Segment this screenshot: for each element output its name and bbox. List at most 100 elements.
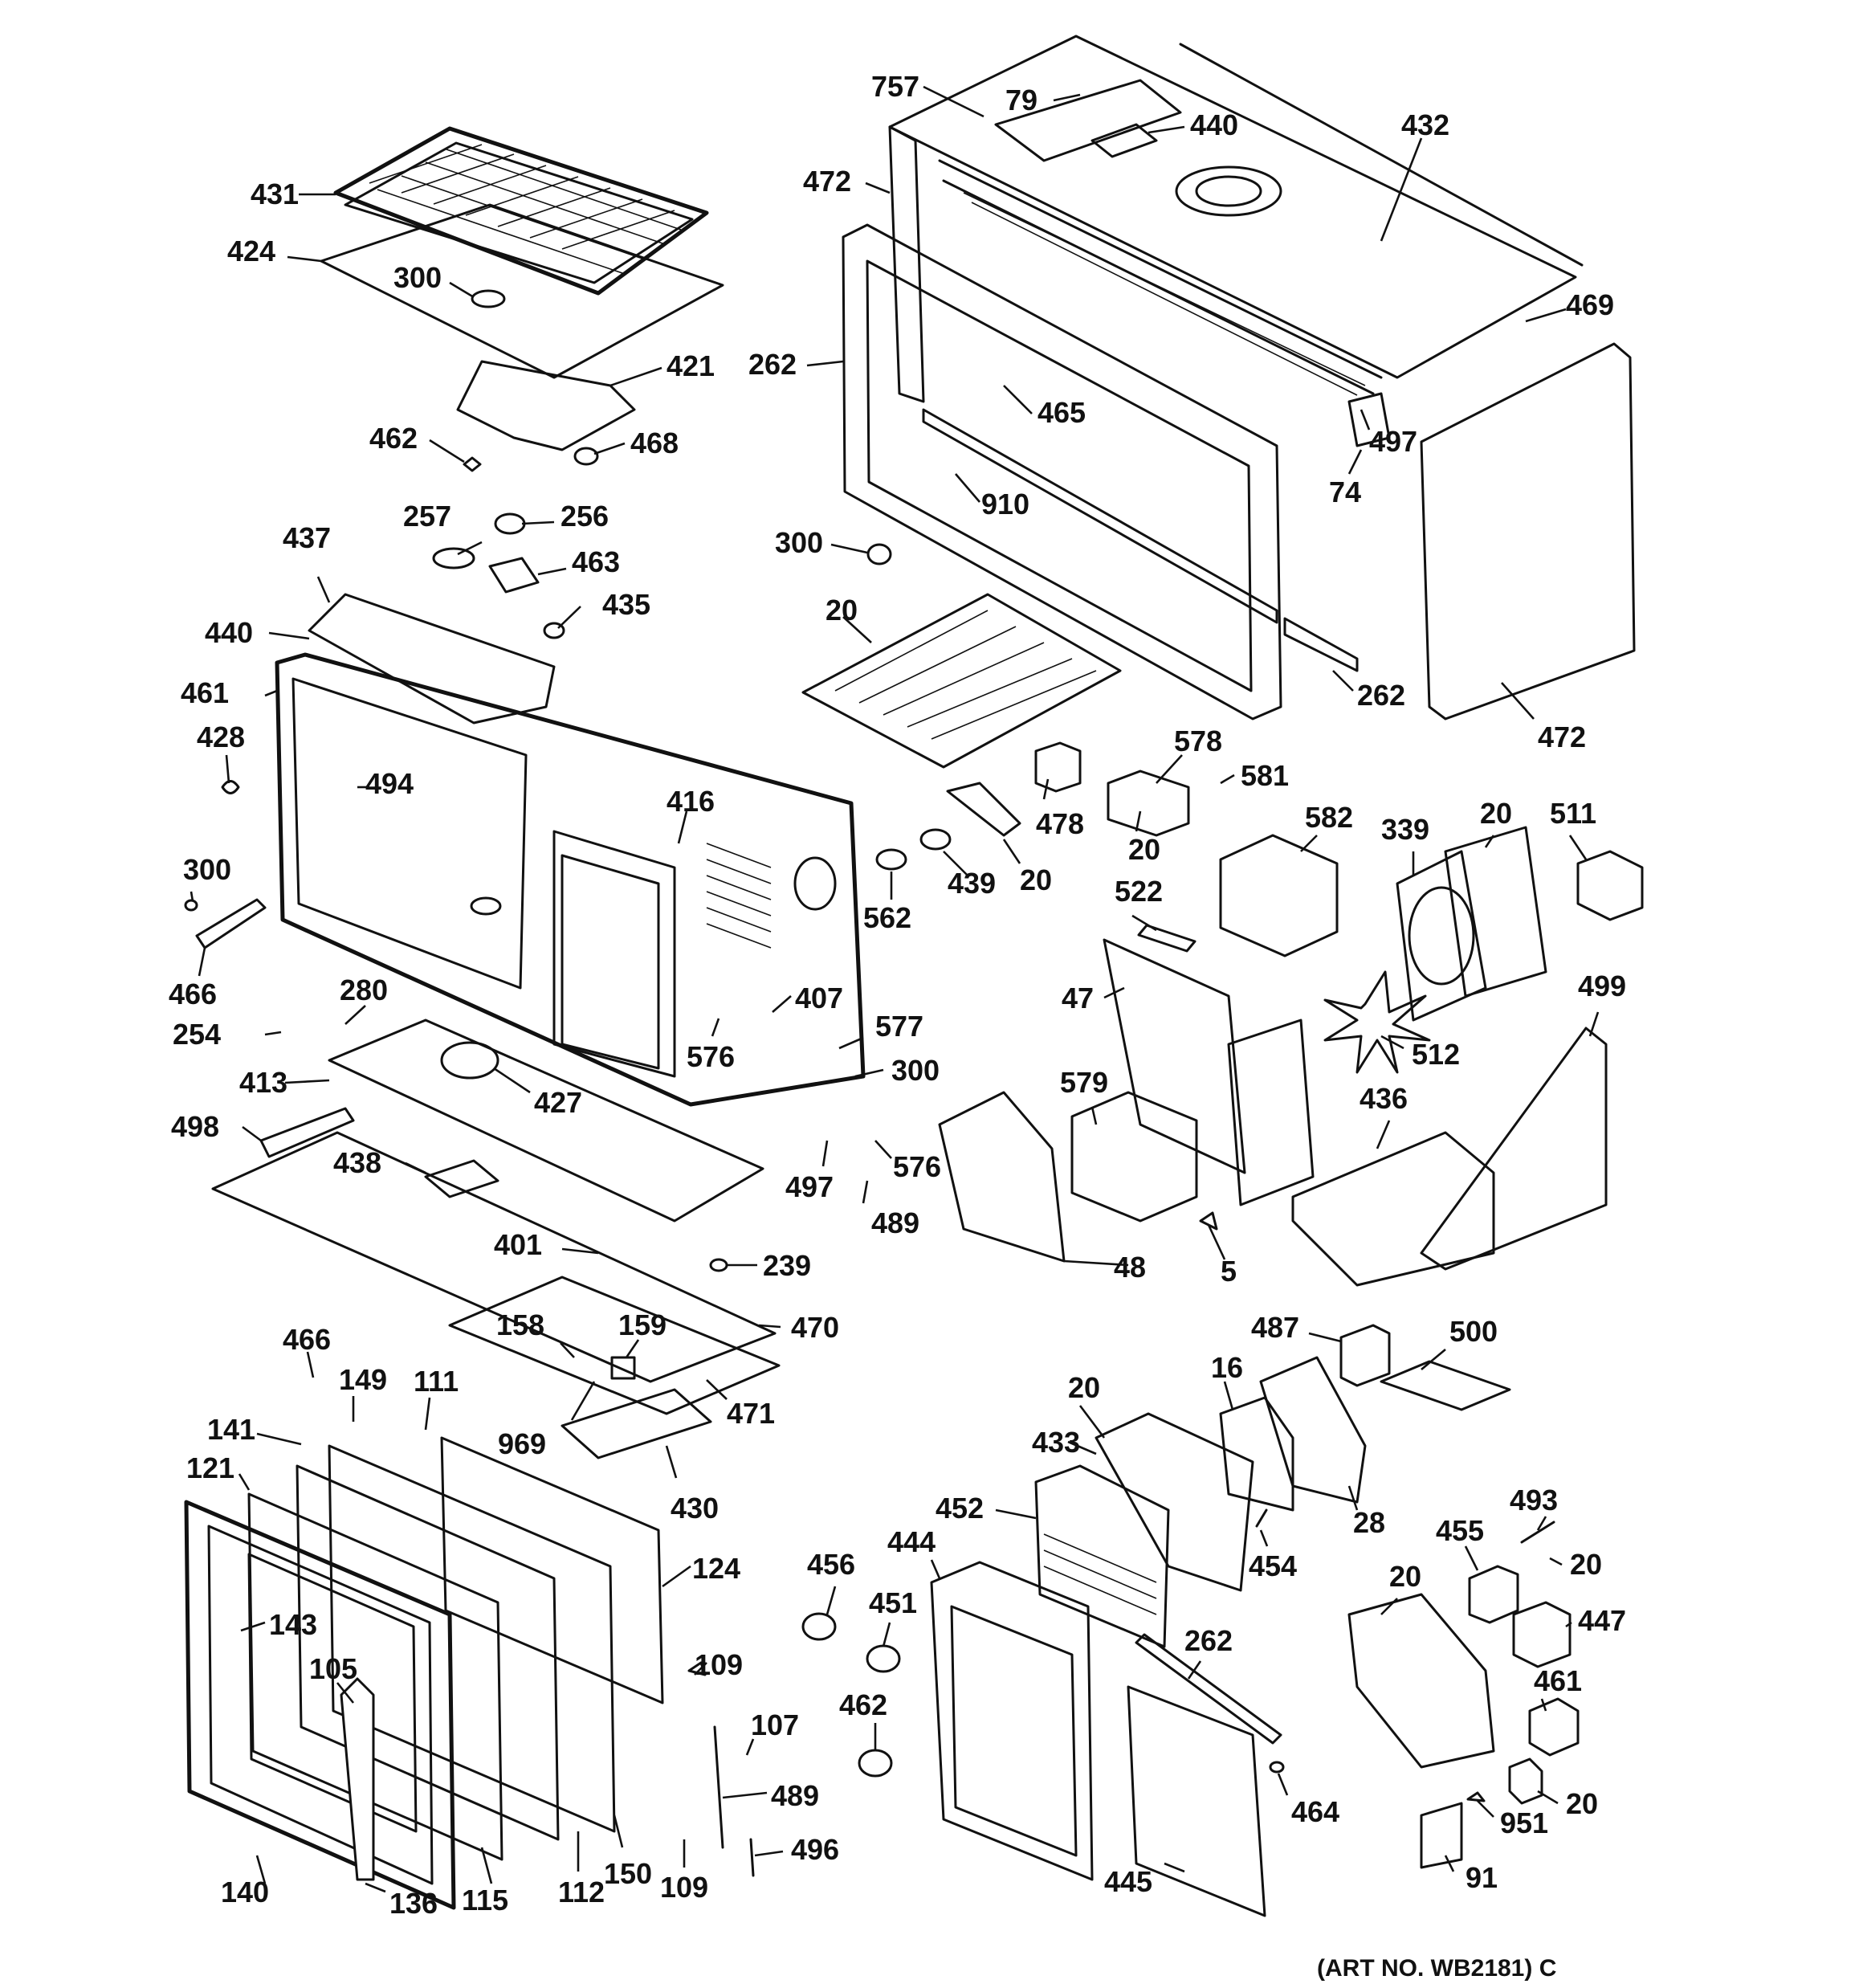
- callout: 339: [1381, 813, 1429, 846]
- knob-462: [858, 1749, 893, 1778]
- callout: 20: [1128, 833, 1160, 866]
- board-433: [1095, 1412, 1254, 1592]
- callout: 121: [186, 1451, 234, 1484]
- lamp-435: [543, 622, 565, 639]
- callout: 493: [1510, 1484, 1558, 1517]
- motor-159: [610, 1356, 636, 1380]
- callout: 511: [1550, 797, 1596, 830]
- knob-456: [801, 1612, 837, 1641]
- callout: 91: [1466, 1861, 1498, 1894]
- magnetron-579: [1070, 1091, 1198, 1223]
- callout: 470: [791, 1311, 839, 1344]
- control-housing-437: [308, 593, 556, 725]
- callout: 28: [1353, 1506, 1385, 1539]
- callout: 47: [1062, 982, 1094, 1014]
- callout: 107: [751, 1708, 799, 1741]
- callout: 472: [803, 165, 851, 198]
- callout: 468: [630, 427, 679, 459]
- callout: 421: [667, 349, 715, 382]
- callout: 20: [1389, 1560, 1421, 1593]
- cap-478: [1034, 741, 1082, 793]
- oven-cavity-461: [275, 652, 866, 1107]
- side-panel-472-right: [1420, 342, 1636, 720]
- callout: 489: [771, 1779, 819, 1812]
- callout: 435: [602, 588, 650, 621]
- callout: 74: [1329, 476, 1361, 508]
- side-panel-472-left: [888, 125, 925, 403]
- callout: 20: [1020, 863, 1052, 896]
- thermostat-439: [919, 828, 952, 851]
- callout: 456: [807, 1548, 855, 1581]
- grommet-464: [1269, 1761, 1285, 1774]
- callout: 466: [169, 978, 217, 1010]
- callout: 500: [1449, 1315, 1498, 1348]
- callout: 280: [340, 974, 388, 1006]
- callout: 431: [251, 178, 299, 210]
- callout: 20: [1566, 1787, 1598, 1820]
- fan-shroud-339: [1396, 850, 1487, 1022]
- callout: 581: [1241, 759, 1289, 792]
- callout: 512: [1412, 1038, 1460, 1071]
- callout: 262: [1184, 1624, 1233, 1657]
- callout: 462: [369, 422, 418, 455]
- front-frame-262: [842, 223, 1282, 720]
- grommet-239: [709, 1258, 728, 1272]
- keypad-buttons: [1043, 1533, 1157, 1615]
- callout: 20: [1480, 797, 1512, 830]
- callout: 579: [1060, 1066, 1108, 1099]
- tray-413: [328, 1018, 764, 1223]
- callout: 444: [887, 1525, 936, 1558]
- callout: 416: [667, 785, 715, 818]
- callout: 439: [948, 867, 996, 900]
- callout: 969: [498, 1427, 546, 1460]
- base-pan-401: [211, 1131, 777, 1383]
- leader-lines: [190, 85, 1600, 1893]
- callout: 582: [1305, 801, 1353, 834]
- oven-rack: [333, 126, 709, 296]
- callout: 20: [1068, 1371, 1100, 1404]
- callout: 424: [227, 235, 275, 267]
- callout: 469: [1566, 288, 1614, 321]
- strip-522: [1137, 924, 1196, 953]
- callout: 438: [333, 1146, 381, 1179]
- callout: 436: [1360, 1082, 1408, 1115]
- callout: 522: [1115, 875, 1163, 908]
- callout: 461: [181, 676, 229, 709]
- display-16: [1219, 1396, 1294, 1512]
- callout: 427: [534, 1086, 582, 1119]
- trim-262-lower: [1135, 1633, 1282, 1745]
- callout: 257: [403, 500, 451, 533]
- callout: 149: [339, 1363, 387, 1396]
- pin-454: [1255, 1508, 1268, 1528]
- light-bracket-463: [488, 557, 540, 594]
- bracket-91: [1420, 1802, 1463, 1869]
- thermostat-562: [875, 848, 907, 871]
- cover-438: [424, 1159, 499, 1198]
- knob-451: [866, 1644, 901, 1673]
- callout: 430: [671, 1492, 719, 1525]
- callout: 401: [494, 1228, 542, 1261]
- keypad-452: [1034, 1464, 1170, 1648]
- socket-256: [494, 512, 526, 535]
- callout: 478: [1036, 807, 1084, 840]
- callout: 20: [1570, 1548, 1602, 1581]
- callout: 497: [785, 1170, 834, 1203]
- callout: 951: [1500, 1806, 1548, 1839]
- callout: 472: [1538, 720, 1586, 753]
- callout: 454: [1249, 1549, 1297, 1582]
- bracket-466-top: [195, 898, 267, 949]
- knob-300-top: [866, 543, 892, 565]
- callout: 578: [1174, 725, 1222, 757]
- callout: 48: [1114, 1251, 1146, 1284]
- hole-300: [471, 289, 506, 308]
- spring-496: [749, 1838, 755, 1877]
- panel-445: [1127, 1685, 1266, 1917]
- callout: 5: [1221, 1255, 1237, 1288]
- strip-498: [259, 1107, 355, 1158]
- bracket-20-shroud: [1444, 826, 1547, 998]
- callout: 109: [695, 1648, 743, 1681]
- plate-430: [561, 1388, 712, 1459]
- callout: 463: [572, 545, 620, 578]
- callout: 577: [875, 1010, 923, 1043]
